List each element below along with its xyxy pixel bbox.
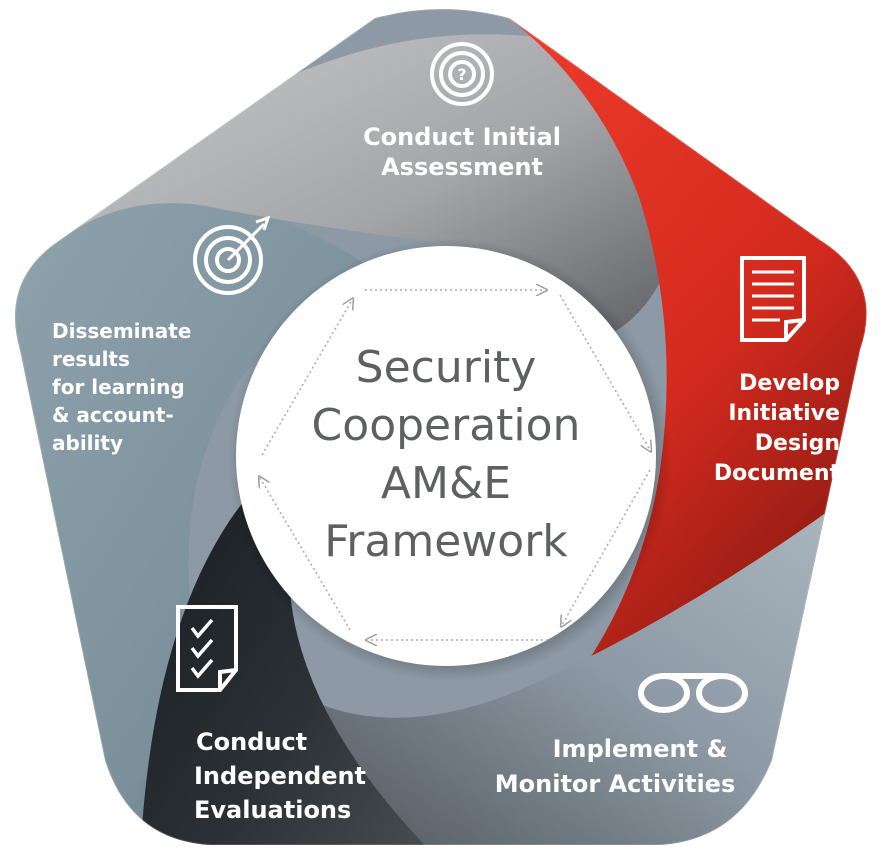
segment-bottom-left bbox=[140, 380, 440, 845]
pentagon-outline bbox=[14, 8, 868, 846]
target-arrow-icon bbox=[193, 215, 271, 295]
bottom-right-label-line1: Implement & bbox=[553, 735, 728, 763]
left-label-line1: Disseminate bbox=[52, 319, 191, 343]
left-label-line2: results bbox=[52, 347, 130, 371]
right-label-line2: Initiative bbox=[728, 401, 840, 426]
center-title-line1: Security bbox=[356, 342, 537, 393]
svg-text:?: ? bbox=[457, 65, 466, 84]
bottom-right-label-line2: Monitor Activities bbox=[495, 770, 735, 798]
question-target-icon: ? bbox=[430, 42, 494, 106]
segment-left bbox=[15, 194, 420, 845]
document-icon bbox=[740, 256, 806, 342]
right-label-line1: Develop bbox=[739, 371, 840, 396]
bottom-left-label-line3: Evaluations bbox=[194, 796, 351, 824]
center-title-line2: Cooperation bbox=[312, 400, 581, 451]
cycle-arrows bbox=[260, 290, 650, 640]
glasses-icon bbox=[638, 673, 748, 713]
bottom-left-label-line1: Conduct bbox=[196, 728, 307, 756]
left-label-line3: for learning bbox=[52, 375, 185, 399]
center-title-line4: Framework bbox=[324, 516, 568, 567]
center-circle bbox=[236, 246, 656, 666]
top-label-line2: Assessment bbox=[381, 153, 543, 181]
left-label-line4: & account- bbox=[52, 403, 174, 427]
right-label-line3: Design bbox=[755, 431, 840, 456]
center-title-line3: AM&E bbox=[381, 458, 511, 509]
bottom-left-label-line2: Independent bbox=[194, 762, 366, 790]
left-label-line5: ability bbox=[52, 431, 123, 455]
segment-bottom-right bbox=[310, 470, 867, 845]
top-label-line1: Conduct Initial bbox=[363, 123, 561, 151]
checklist-icon bbox=[176, 605, 238, 692]
right-label-line4: Document bbox=[714, 461, 841, 486]
